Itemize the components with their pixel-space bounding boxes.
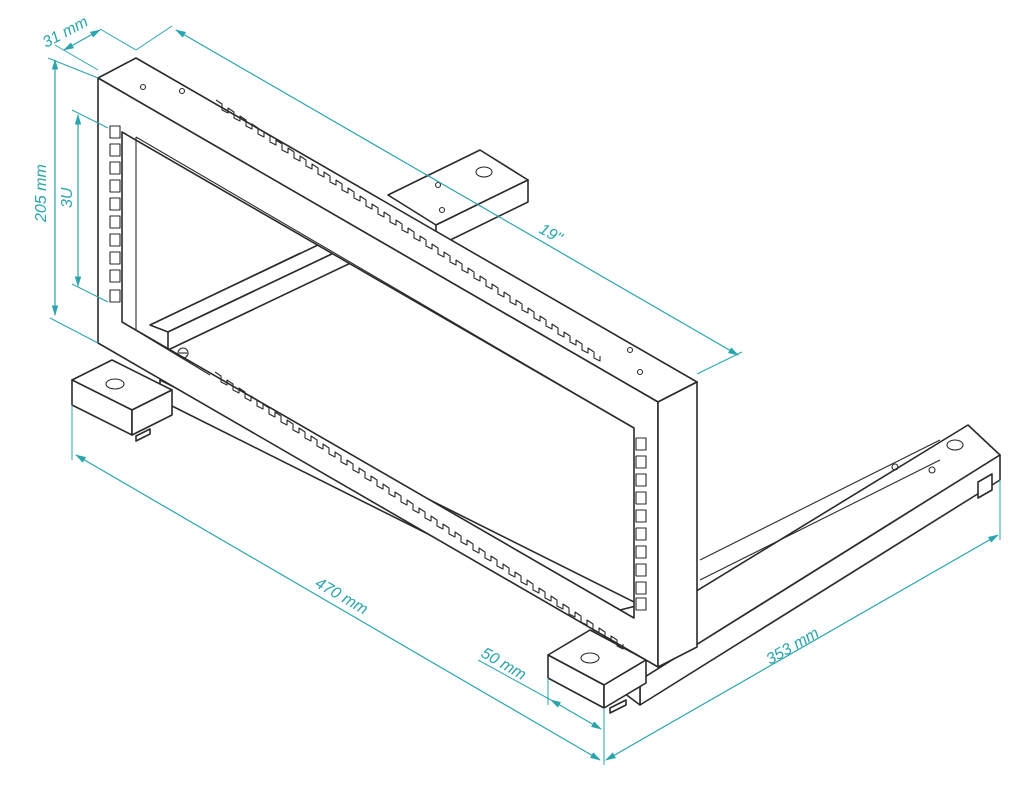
dim-label-height: 205 mm bbox=[33, 164, 50, 223]
dim-label-base-depth: 353 mm bbox=[764, 625, 823, 669]
dim-line-31 bbox=[63, 29, 101, 51]
rack-frame bbox=[97, 57, 698, 668]
dim-leader-50 bbox=[477, 659, 552, 701]
dim-line-470 bbox=[75, 454, 601, 761]
dim-label-rack-width: 19" bbox=[536, 221, 566, 248]
ext-19-a bbox=[135, 25, 173, 51]
dim-line-50 bbox=[550, 699, 602, 730]
dim-line-353 bbox=[605, 534, 999, 761]
ext-205-b bbox=[49, 317, 99, 344]
ext-3u-a bbox=[71, 109, 109, 129]
dim-line-19 bbox=[175, 29, 739, 356]
ext-19-b bbox=[696, 351, 743, 375]
ext-31-a bbox=[54, 44, 99, 71]
dim-label-rack-units: 3U bbox=[59, 187, 76, 208]
dim-label-overall-width: 470 mm bbox=[312, 575, 371, 619]
ext-31-b bbox=[99, 28, 137, 51]
dim-label-depth-top: 31 mm bbox=[40, 14, 91, 52]
left-foot bbox=[71, 359, 173, 442]
left-rack-holes bbox=[109, 125, 121, 303]
